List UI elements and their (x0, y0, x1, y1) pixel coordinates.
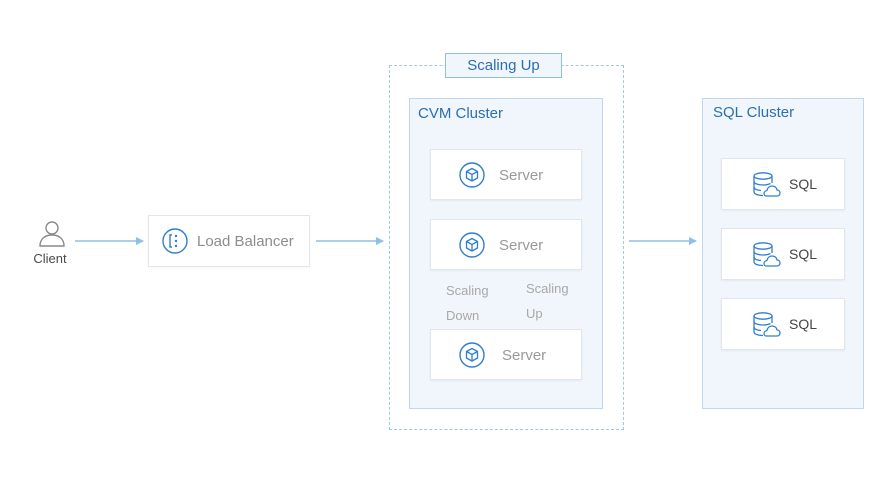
cvm-cluster-title: CVM Cluster (418, 105, 504, 122)
sql-label: SQL (789, 246, 818, 262)
server-cube-icon (459, 162, 485, 188)
server-node: Server (430, 149, 582, 200)
server-label: Server (502, 347, 547, 364)
client-label: Client (33, 251, 67, 266)
database-cloud-icon (753, 312, 781, 337)
sql-node: SQL (721, 298, 845, 350)
server-node: Server (430, 329, 582, 380)
sql-cluster-title: SQL Cluster (713, 104, 795, 121)
sql-node: SQL (721, 228, 845, 280)
server-node: Server (430, 219, 582, 270)
database-cloud-icon (753, 172, 781, 197)
load-balancer-label: Load Balancer (197, 233, 294, 250)
server-cube-icon (459, 232, 485, 258)
sql-label: SQL (789, 176, 818, 192)
scaling-up-label: Scaling Up (526, 276, 569, 326)
scaling-down-line1: Scaling (446, 283, 489, 298)
scaling-down-line2: Down (446, 308, 480, 323)
scaling-up-line1: Scaling (526, 281, 569, 296)
scaling-group-title: Scaling Up (445, 53, 562, 78)
user-icon (39, 221, 65, 247)
load-balancer-icon (162, 228, 188, 254)
scaling-down-label: Scaling Down (446, 278, 489, 328)
load-balancer-node: Load Balancer (148, 215, 310, 267)
sql-label: SQL (789, 316, 818, 332)
database-cloud-icon (753, 242, 781, 267)
scaling-up-line2: Up (526, 306, 543, 321)
server-label: Server (499, 237, 544, 254)
server-cube-icon (459, 342, 485, 368)
server-label: Server (499, 167, 544, 184)
sql-node: SQL (721, 158, 845, 210)
